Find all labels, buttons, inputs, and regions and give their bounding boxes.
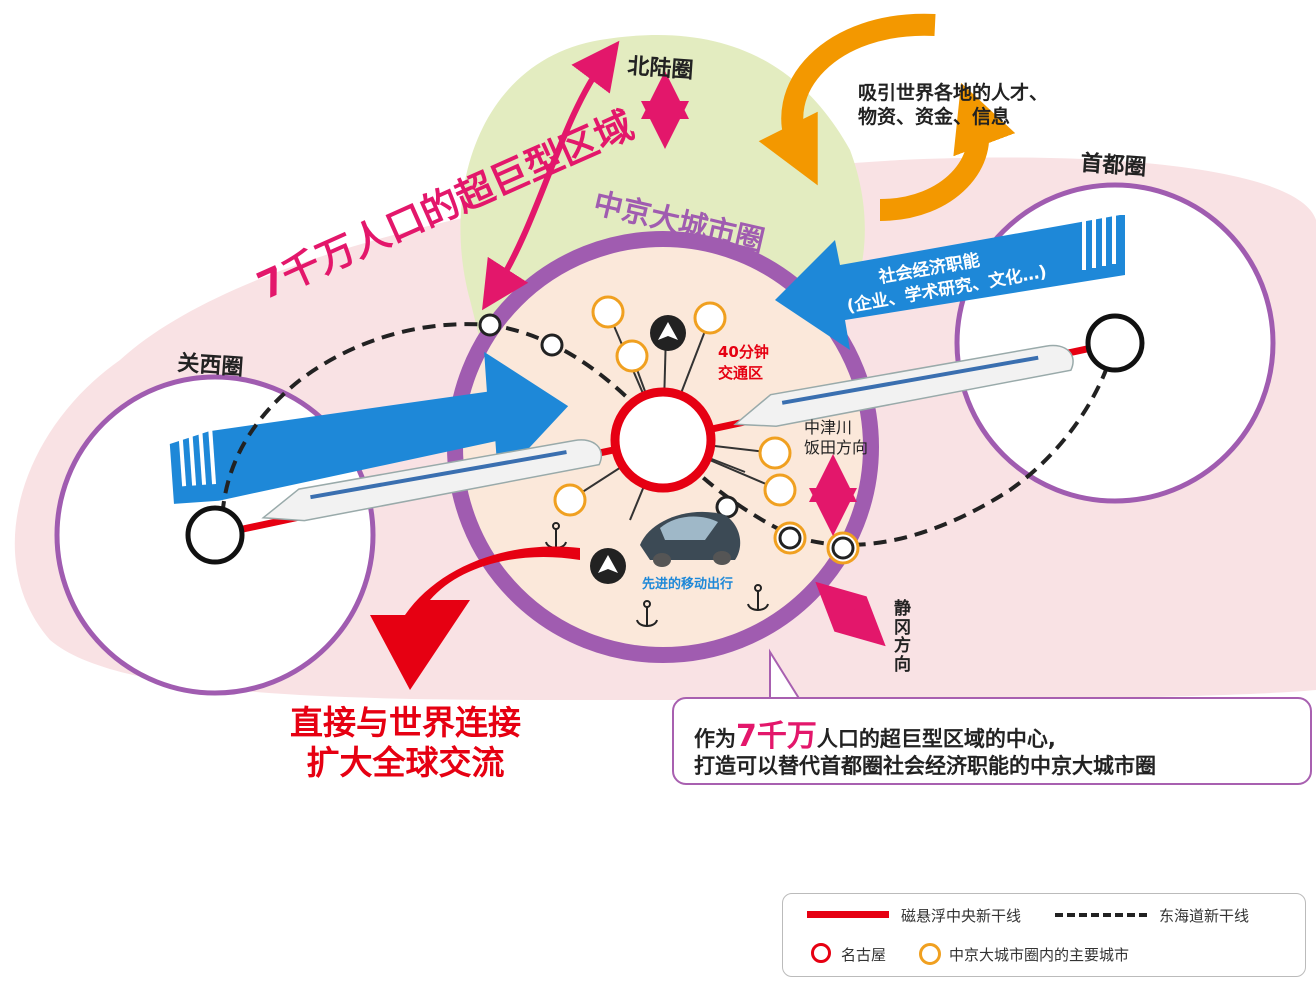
callout-big-number: 7千万 (736, 719, 817, 754)
legend-maglev-label: 磁悬浮中央新干线 (901, 907, 1022, 925)
callout-line1: 作为7千万人口的超巨型区域的中心, (694, 711, 1056, 755)
legend-tokaido-label: 东海道新干线 (1159, 907, 1250, 925)
shizuoka-char2: 冈 (894, 617, 911, 638)
mobility-label: 先进的移动出行 (642, 576, 733, 592)
shizuoka-double-arrow-icon (815, 581, 886, 647)
legend-maglev-swatch (807, 911, 889, 918)
callout-line2: 打造可以替代首都圈社会经济职能的中京大城市圈 (694, 754, 1156, 778)
legend-nagoya-label: 名古屋 (841, 946, 887, 964)
nagoya-marker (610, 387, 716, 493)
airplane-icon (590, 548, 626, 584)
hokuriku-link-arrow (482, 40, 620, 311)
train-icon-west (261, 439, 602, 522)
attract-cycle-arrow-top (758, 13, 936, 186)
shizuoka-char1: 静 (894, 599, 911, 619)
shuto-flow-arrow (775, 204, 1125, 350)
airplane-icon (650, 315, 686, 351)
callout-suffix: 人口的超巨型区域的中心, (816, 727, 1056, 751)
anchor-icon (545, 522, 567, 549)
zone-40min-line2: 交通区 (718, 364, 763, 382)
attract-text-line1: 吸引世界各地的人才、 (858, 82, 1049, 104)
legend: 磁悬浮中央新干线 东海道新干线 名古屋 中京大城市圈内的主要城市 (782, 893, 1306, 977)
kansai-flow-arrow (169, 351, 569, 504)
shizuoka-char3: 方 (894, 636, 911, 657)
legend-city-label: 中京大城市圈内的主要城市 (949, 946, 1130, 964)
summary-callout: 作为7千万人口的超巨型区域的中心, 打造可以替代首都圈社会经济职能的中京大城市圈 (672, 697, 1312, 785)
attract-text-line2: 物资、资金、信息 (858, 105, 1011, 128)
shuto-label: 首都圈 (1080, 150, 1148, 181)
world-connection-text: 直接与世界连接 扩大全球交流 (290, 703, 521, 782)
callout-prefix: 作为 (694, 727, 736, 751)
world-connection-arrow (370, 546, 580, 690)
legend-city-swatch (919, 943, 941, 965)
world-line1: 直接与世界连接 (290, 703, 521, 742)
shizuoka-label: 静 冈 方 向 (894, 600, 911, 675)
nakatsugawa-line2: 饭田方向 (804, 438, 869, 457)
legend-tokaido-swatch (1055, 913, 1147, 917)
shuto-terminal-marker (1085, 313, 1145, 373)
anchor-icon (747, 584, 769, 611)
world-line2: 扩大全球交流 (306, 742, 505, 782)
nakatsugawa-line1: 中津川 (804, 418, 853, 437)
zone-40min-line1: 40分钟 (718, 343, 769, 361)
car-icon (640, 511, 741, 567)
train-icon-east (733, 344, 1074, 427)
shizuoka-char4: 向 (894, 655, 911, 676)
kansai-terminal-marker (185, 505, 245, 565)
anchor-icon (636, 600, 658, 627)
attract-cycle-arrow-bottom (879, 82, 1016, 221)
tokaido-station-markers (478, 313, 855, 560)
legend-nagoya-swatch (811, 943, 831, 963)
kansai-label: 关西圈 (177, 351, 245, 381)
attract-text: 吸引世界各地的人才、 物资、资金、信息 (858, 82, 1048, 130)
nakatsugawa-label: 中津川 饭田方向 (804, 418, 868, 458)
hokuriku-label: 北陆圈 (627, 54, 695, 84)
